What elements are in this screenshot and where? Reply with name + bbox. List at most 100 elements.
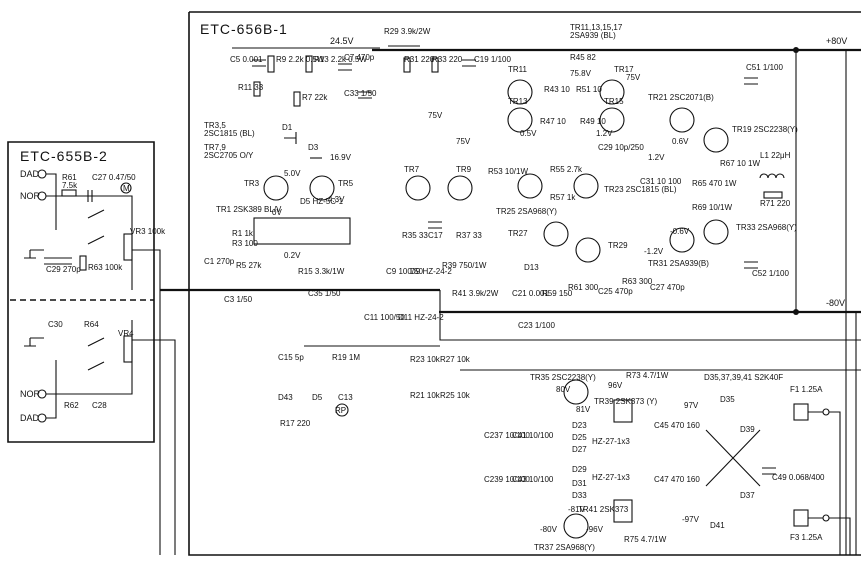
ground-return-wire [439,290,861,341]
label-c5: C5 0.001 [230,55,263,64]
label-c27b: C27 470p [650,283,685,292]
capacitor-c33 [358,91,372,99]
capacitor-c29 [44,257,72,265]
label-r75: R75 4.7/1W [624,535,667,544]
transistor-tr7 [405,175,431,201]
transistor-tr15 [599,107,625,133]
label-r21: R21 10k [410,391,441,400]
voltage-1-2v-a: 1.2V [596,129,613,138]
label-r65: R65 470 1W [692,179,737,188]
label-r7: R7 22k [302,93,328,102]
label-dad-top: DAD [20,169,40,179]
dad-terminal-top [37,169,47,179]
label-r61b: R61 300 [568,283,599,292]
transistor-tr31 [669,227,695,253]
label-r41: R41 3.9k/2W [452,289,499,298]
transistor-tr29 [575,237,601,263]
label-d29: D29 [572,465,587,474]
label-tr23: TR23 2SC1815 (BL) [604,185,677,194]
label-c23: C23 1/100 [518,321,555,330]
label-r9: R9 2.2k 0.5W [276,55,325,64]
ground-symbol-bottom [24,337,44,347]
label-d13: D13 [524,263,539,272]
ground-symbol-top [24,249,44,259]
label-d35-group: D35,37,39,41 S2K40F [704,373,783,382]
voltage-97v: 97V [684,401,699,410]
label-d5b: D5 [312,393,323,402]
voltage-75v-a: 75V [428,111,443,120]
terminal-f3 [822,514,830,522]
label-r45: R45 82 [570,53,596,62]
label-tr39: TR39 2SK373 (Y) [594,397,657,406]
label-c13: C13 [338,393,353,402]
label-d1: D1 [282,123,293,132]
label-d3: D3 [308,143,319,152]
resistor-r31 [403,57,411,73]
label-r5: R5 27k [236,261,262,270]
label-c49: C49 0.068/400 [772,473,825,482]
capacitor-c7 [338,63,352,71]
label-r27: R27 10k [440,355,471,364]
label-c30: C30 [48,320,63,329]
voltage-neg96v: -96V [586,525,604,534]
rectifier-bridge-cross [705,429,761,487]
label-c9: C9 100/50 [386,267,423,276]
label-r15: R15 3.3k/1W [298,267,345,276]
label-c33: C33 1/50 [344,89,377,98]
label-tr3-5-type: 2SC1815 (BL) [204,129,255,138]
transformer-feed-wires [829,411,851,555]
label-r67: R67 10 1W [720,159,760,168]
label-r3: R3 100 [232,239,258,248]
label-c29: C29 270p [46,265,81,274]
rp-mark [335,403,349,417]
label-c15: C15 5p [278,353,304,362]
transistor-tr33 [703,219,729,245]
label-tr7-9-type: 2SC2705 O/Y [204,151,254,160]
label-tr25: TR25 2SA968(Y) [496,207,557,216]
label-tr11-group: TR11,13,15,17 [570,23,623,32]
label-d9: D9 HZ-24-2 [410,267,452,276]
voltage-label-24v: 24.5V [330,36,354,46]
label-r73: R73 4.7/1W [626,371,669,380]
label-r19: R19 1M [332,353,360,362]
voltage-neg81v: -81V [568,505,586,514]
label-d43: D43 [278,393,293,402]
label-tr19: TR19 2SC2238(Y) [732,125,798,134]
label-tr7: TR7 [404,165,420,174]
label-tr3: TR3 [244,179,260,188]
label-r23: R23 10k [410,355,441,364]
label-r37: R37 33 [456,231,482,240]
label-r64: R64 [84,320,99,329]
label-c7: C7 470p [344,53,375,62]
label-tr13: TR13 [508,97,528,106]
transistor-tr5 [309,175,335,201]
label-rp: RP [335,406,346,415]
transistor-tr41 [613,499,633,523]
voltage-1-2v-b: 1.2V [648,153,665,162]
label-r35: R35 33 [402,231,428,240]
label-c3: C3 1/50 [224,295,253,304]
label-c29b: C29 10p/250 [598,143,644,152]
resistor-r61 [61,189,77,197]
label-c25: C25 470p [598,287,633,296]
transistor-tr27 [543,221,569,247]
label-c27: C27 0.47/50 [92,173,136,182]
label-c51: C51 1/100 [746,63,783,72]
vr3-output-wire [132,249,161,290]
label-tr11: TR11 [508,65,528,74]
label-l1: L1 22μH [760,151,791,160]
voltage-neg1-2v: -1.2V [644,247,664,256]
voltage-neg97v: -97V [682,515,700,524]
fuse-f3 [793,509,809,527]
r61-value: 7.5k [62,181,78,190]
label-r1: R1 1k [232,229,254,238]
label-c52: C52 1/100 [752,269,789,278]
label-tr17: TR17 [614,65,634,74]
transistor-tr35 [563,379,589,405]
dad-terminal-bottom [37,413,47,423]
transistor-tr39 [613,399,633,423]
resistor-r33 [431,57,439,73]
voltage-5v: 5.0V [284,169,301,178]
capacitor-c27 [87,190,93,202]
transistor-tr13 [507,107,533,133]
